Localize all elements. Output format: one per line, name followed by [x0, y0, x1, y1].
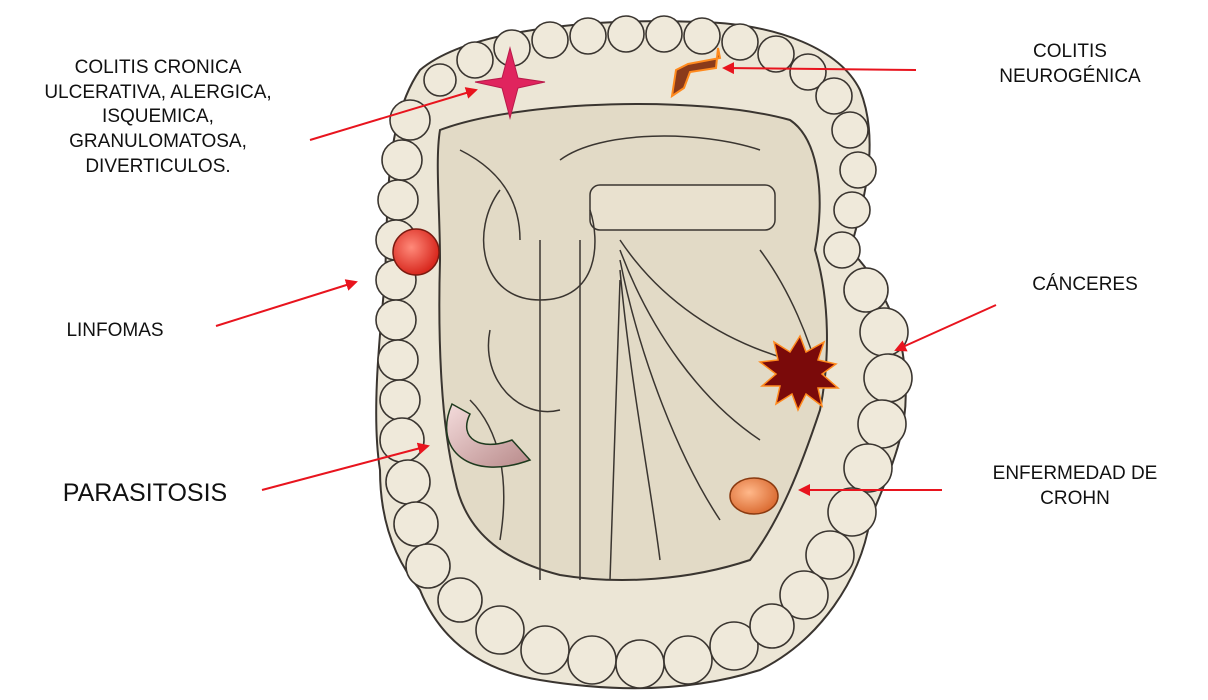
- label-colitis-neurogenica: COLITIS NEUROGÉNICA: [970, 40, 1170, 89]
- linfomas-marker: [393, 229, 439, 275]
- arrow-canceres: [896, 305, 996, 350]
- label-canceres: CÁNCERES: [1010, 273, 1160, 298]
- enfermedad-crohn-marker: [730, 478, 778, 514]
- arrow-linfomas: [216, 282, 356, 326]
- label-colitis-cronica: COLITIS CRONICA ULCERATIVA, ALERGICA, IS…: [0, 56, 316, 179]
- label-enfermedad-crohn: ENFERMEDAD DE CROHN: [965, 462, 1185, 511]
- label-linfomas: LINFOMAS: [40, 319, 190, 344]
- label-parasitosis: PARASITOSIS: [30, 477, 260, 510]
